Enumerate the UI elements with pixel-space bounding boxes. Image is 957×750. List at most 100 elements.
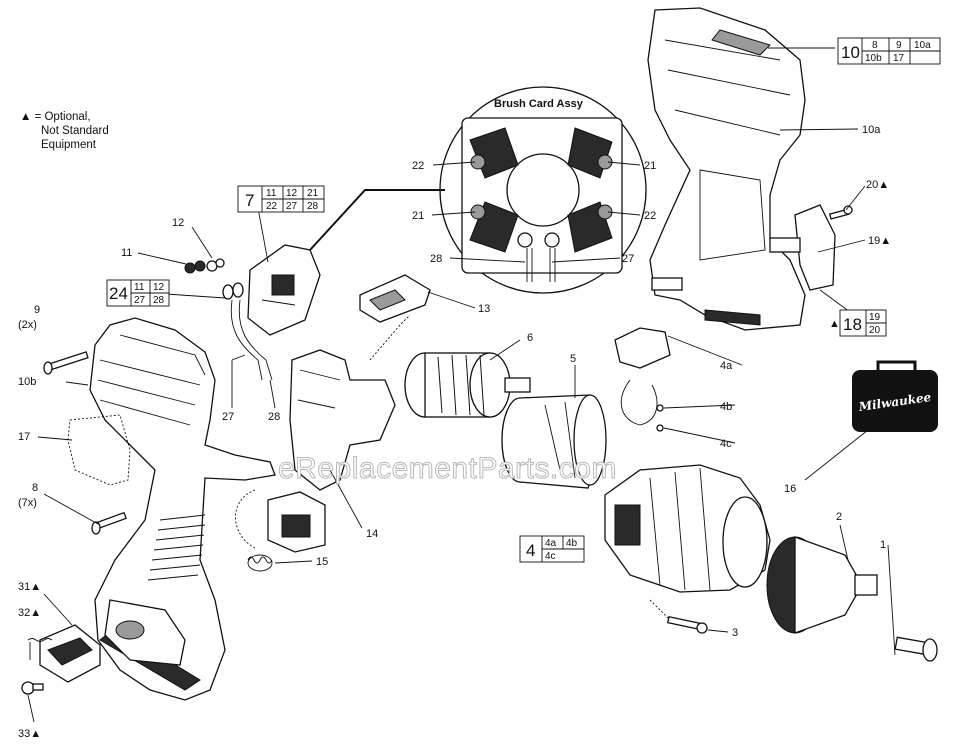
callout-21-right: 21 bbox=[644, 160, 656, 172]
kit-7-main: 7 bbox=[245, 191, 254, 210]
callout-4b: 4b bbox=[720, 401, 732, 413]
grip-housing bbox=[89, 317, 276, 701]
kit-24-cell-3: 27 bbox=[134, 295, 146, 306]
kit-10-cell-4: 10b bbox=[865, 53, 882, 64]
kit-4-main: 4 bbox=[526, 541, 535, 560]
callout-27-inset: 27 bbox=[622, 253, 634, 265]
kit-10-main: 10 bbox=[841, 43, 860, 62]
brush-card-inset bbox=[439, 86, 647, 294]
carry-case-16: Milwaukee bbox=[852, 360, 938, 432]
callout-27-wire: 27 bbox=[222, 411, 234, 423]
screw-9 bbox=[43, 351, 89, 375]
kit-box-4: 4 4a 4b 4c bbox=[519, 535, 585, 563]
callout-13: 13 bbox=[478, 303, 490, 315]
kit-10-cell-2: 9 bbox=[896, 40, 902, 51]
grip-ribs bbox=[147, 514, 206, 581]
callout-9-qty: (2x) bbox=[18, 319, 37, 331]
inset-leader-line bbox=[309, 189, 445, 251]
inset-title: Brush Card Assy bbox=[494, 98, 584, 110]
callout-16: 16 bbox=[784, 483, 796, 495]
gearbox-4 bbox=[604, 464, 771, 593]
screw-20 bbox=[828, 205, 853, 220]
kit-7-cell-5: 27 bbox=[286, 201, 298, 212]
kit-24-cell-1: 11 bbox=[134, 282, 145, 293]
kit-18-cell-2: 20 bbox=[869, 325, 881, 336]
chuck-screw-1 bbox=[894, 636, 938, 662]
kit-24-cell-4: 28 bbox=[153, 295, 165, 306]
callout-31: 31▲ bbox=[18, 581, 41, 593]
kit-10-cell-1: 8 bbox=[872, 40, 878, 51]
legend: ▲ = Optional, Not Standard Equipment bbox=[20, 110, 160, 152]
callout-6: 6 bbox=[527, 332, 533, 344]
legend-line-3: Equipment bbox=[41, 139, 96, 151]
kit-box-18: ▲ 18 19 20 bbox=[829, 309, 887, 337]
screw-3 bbox=[649, 599, 708, 634]
callout-15: 15 bbox=[316, 556, 328, 568]
lock-parts-4 bbox=[614, 327, 671, 432]
kit-box-7: 7 11 12 21 22 27 28 bbox=[237, 185, 325, 213]
brush-card-7 bbox=[247, 244, 321, 336]
battery-latch-31 bbox=[39, 624, 101, 683]
kit-box-24: 24 11 12 27 28 bbox=[106, 279, 170, 307]
callout-28-inset: 28 bbox=[430, 253, 442, 265]
switch-14 bbox=[267, 349, 396, 553]
callout-3: 3 bbox=[732, 627, 738, 639]
kit-10-cell-5: 17 bbox=[893, 53, 905, 64]
kit-box-10: 10 8 9 10a 10b 17 bbox=[837, 37, 941, 65]
kit-24-cell-2: 12 bbox=[153, 282, 165, 293]
callout-2: 2 bbox=[836, 511, 842, 523]
callout-1: 1 bbox=[880, 539, 886, 551]
callout-14: 14 bbox=[366, 528, 378, 540]
spring-15 bbox=[235, 489, 273, 572]
kit-7-cell-1: 11 bbox=[266, 188, 277, 199]
main-housing bbox=[647, 7, 806, 331]
connector-13 bbox=[359, 274, 431, 323]
callout-21-left: 21 bbox=[412, 210, 424, 222]
watermark: eReplacementParts.com bbox=[278, 452, 617, 485]
callout-20: 20▲ bbox=[866, 179, 889, 191]
kit-18-cell-1: 19 bbox=[869, 312, 881, 323]
spring-32 bbox=[27, 638, 53, 642]
callout-8: 8 bbox=[32, 482, 38, 494]
kit-18-main: 18 bbox=[843, 315, 862, 334]
callout-9: 9 bbox=[34, 304, 40, 316]
overmold-17 bbox=[67, 414, 131, 486]
callout-11: 11 bbox=[121, 247, 132, 259]
screw-8 bbox=[91, 511, 127, 535]
leader-lines bbox=[27, 47, 896, 723]
legend-line-1: ▲ = Optional, bbox=[20, 111, 91, 123]
nuts-11-12 bbox=[184, 258, 225, 274]
kit-10-cell-3: 10a bbox=[914, 40, 931, 51]
kit-7-cell-6: 28 bbox=[307, 201, 319, 212]
callout-4a: 4a bbox=[720, 360, 733, 372]
kit-7-cell-2: 12 bbox=[286, 188, 298, 199]
callout-10b: 10b bbox=[18, 376, 36, 388]
kit-7-cell-4: 22 bbox=[266, 201, 278, 212]
callout-4c: 4c bbox=[720, 438, 732, 450]
callout-32: 32▲ bbox=[18, 607, 41, 619]
armature-6 bbox=[404, 352, 531, 418]
magnet-ring-5 bbox=[501, 394, 607, 489]
callout-5: 5 bbox=[570, 353, 576, 365]
callout-22-left: 22 bbox=[412, 160, 424, 172]
kit-4-cell-2: 4b bbox=[566, 538, 578, 549]
legend-line-2: Not Standard bbox=[41, 125, 109, 137]
kit-4-cell-1: 4a bbox=[545, 538, 557, 549]
screw-33 bbox=[21, 681, 44, 695]
lead-wires bbox=[222, 282, 273, 381]
callout-28-wire: 28 bbox=[268, 411, 280, 423]
callout-8-qty: (7x) bbox=[18, 497, 37, 509]
kit-7-cell-3: 21 bbox=[307, 188, 319, 199]
callout-33: 33▲ bbox=[18, 728, 41, 740]
callout-19: 19▲ bbox=[868, 235, 891, 247]
kit-18-prefix: ▲ bbox=[829, 318, 840, 330]
belt-clip-19 bbox=[769, 204, 836, 291]
kit-24-main: 24 bbox=[109, 284, 128, 303]
callout-10a: 10a bbox=[862, 124, 881, 136]
callout-12: 12 bbox=[172, 217, 184, 229]
callout-22-right: 22 bbox=[644, 210, 656, 222]
callout-17: 17 bbox=[18, 431, 30, 443]
chuck-2 bbox=[766, 536, 878, 634]
kit-4-cell-3: 4c bbox=[545, 551, 556, 562]
